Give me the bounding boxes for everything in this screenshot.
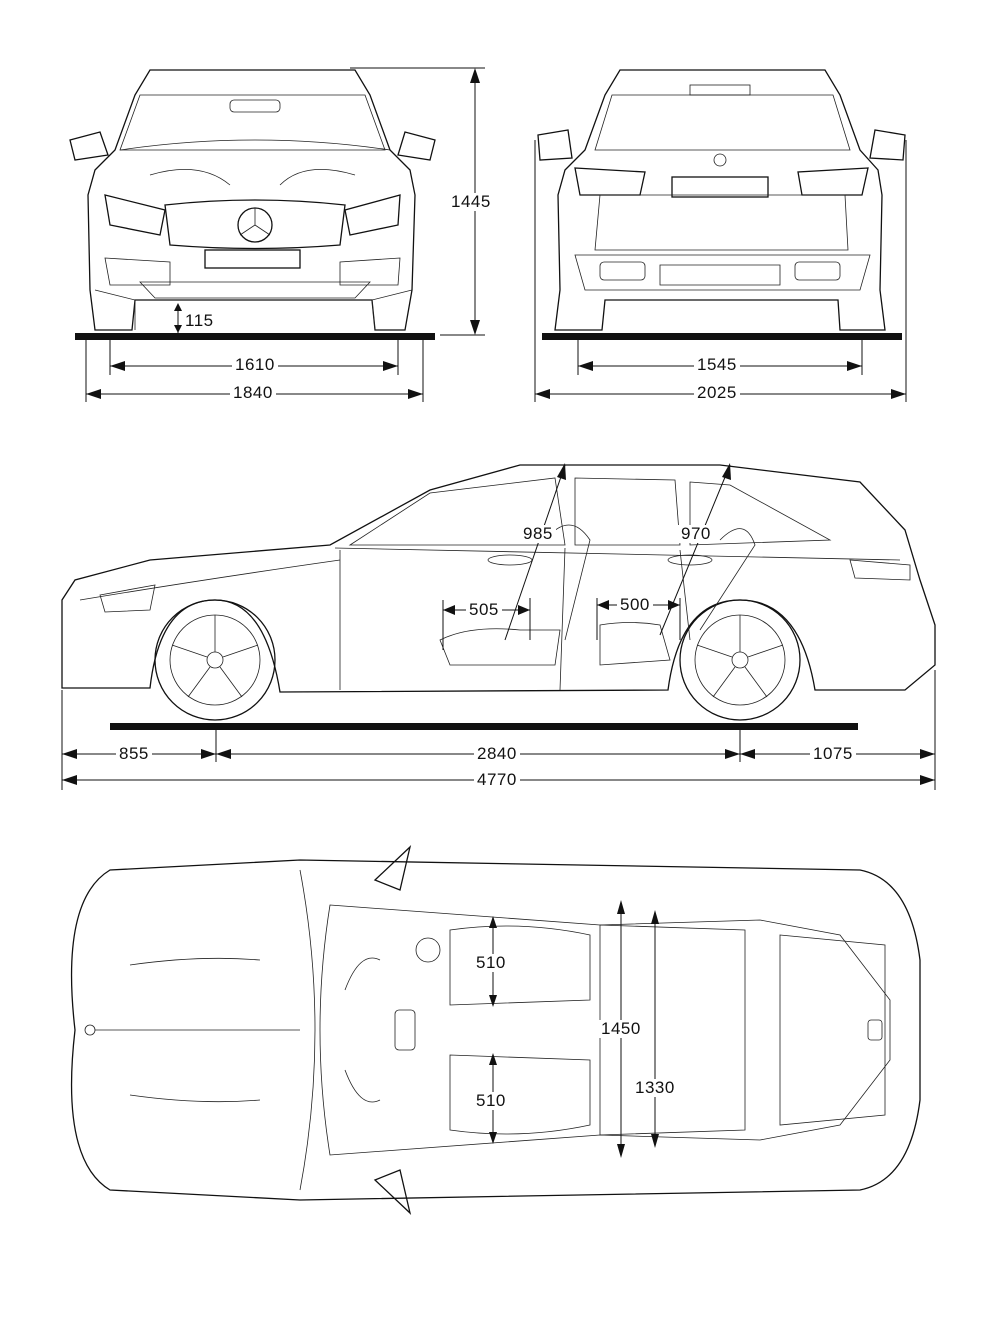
dimension-front-headroom: 985: [520, 525, 556, 543]
dimension-wheelbase: 2840: [474, 745, 520, 763]
side-view-car: [61, 464, 936, 721]
dimension-track-front: 1610: [232, 356, 278, 374]
dimension-rear-seat-depth: 500: [617, 596, 653, 614]
dimension-ground-clearance: 115: [182, 312, 217, 330]
front-view-dimension-lines: [85, 67, 485, 402]
dimension-shoulder-width-rear: 1330: [632, 1079, 678, 1097]
dimension-width-mirrors: 2025: [694, 384, 740, 402]
dimension-rear-overhang: 1075: [810, 745, 856, 763]
side-view-dimension-lines: [61, 463, 936, 790]
dimension-front-seat-width-left: 510: [473, 954, 509, 972]
rear-view-ground: [542, 333, 902, 340]
side-view-ground: [110, 723, 858, 730]
dimension-shoulder-width-front: 1450: [598, 1020, 644, 1038]
dimension-rear-headroom: 970: [678, 525, 714, 543]
front-view-car: [69, 69, 436, 331]
dimension-height: 1445: [448, 193, 494, 211]
dimension-width: 1840: [230, 384, 276, 402]
dimension-front-overhang: 855: [116, 745, 152, 763]
rear-view-car: [537, 69, 906, 331]
top-view-car: [70, 845, 921, 1215]
dimension-front-seat-width-right: 510: [473, 1092, 509, 1110]
dimension-front-seat-depth: 505: [466, 601, 502, 619]
dimension-length: 4770: [474, 771, 520, 789]
front-view-ground: [75, 333, 435, 340]
dimension-track-rear: 1545: [694, 356, 740, 374]
